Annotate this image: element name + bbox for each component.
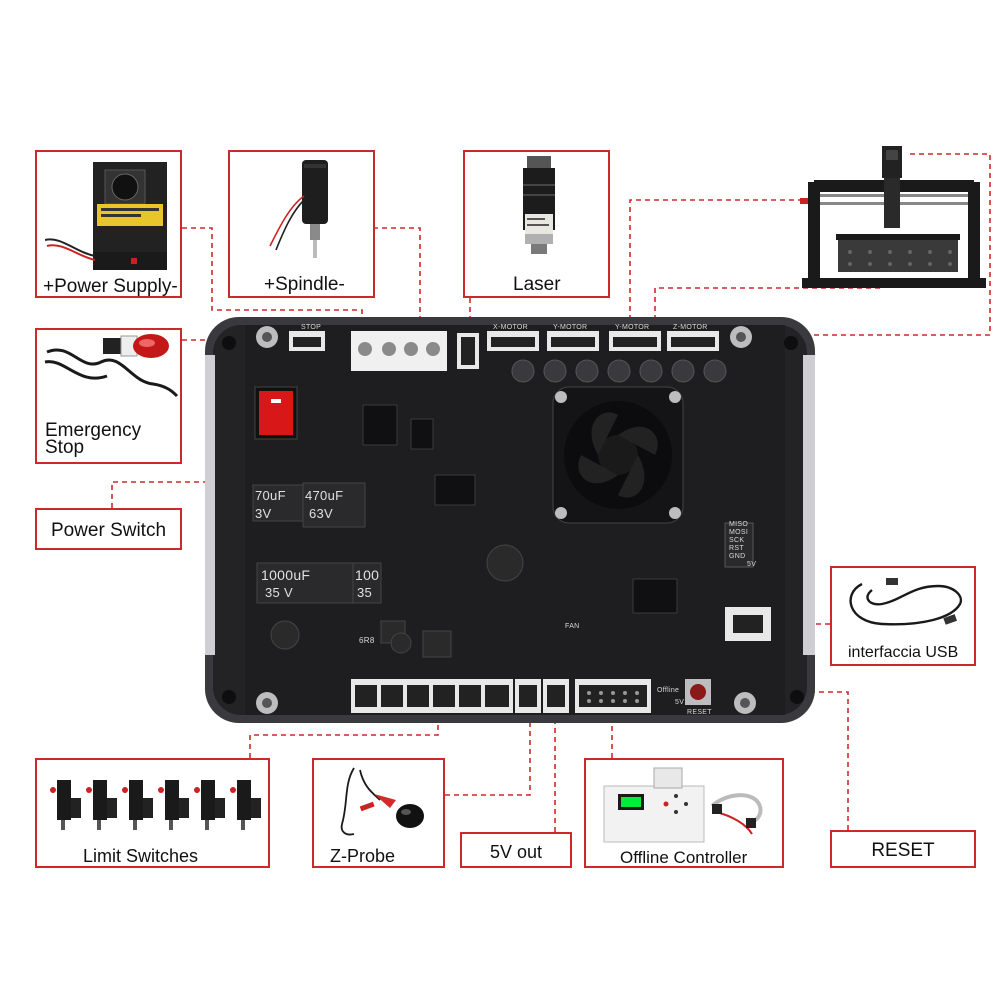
silk-5v: 5V (675, 699, 685, 706)
callout-z-probe: Z-Probe (312, 758, 445, 868)
spindle-image (269, 160, 328, 258)
silk-cap-2-v: 3V (255, 506, 272, 521)
silk-spi-2: MOSI (729, 529, 749, 536)
callout-offline-controller: Offline Controller (584, 758, 784, 868)
spindle-label: +Spindle- (264, 274, 345, 295)
silk-reset: RESET (687, 709, 712, 716)
silk-cap-1: 470uF (305, 488, 344, 503)
callout-5v-out: 5V out (460, 832, 572, 868)
callout-limit-switches: Limit Switches (35, 758, 270, 868)
emergency-stop-label-line2: Stop (45, 437, 85, 458)
silk-offline: Offline (657, 687, 680, 694)
limit-switches-image (50, 780, 261, 830)
offline-controller-image (603, 767, 763, 843)
silk-fan: FAN (565, 623, 580, 630)
reset-label: RESET (871, 840, 935, 861)
callout-laser: Laser (463, 150, 610, 298)
limit-switch-group (50, 780, 261, 830)
offline-controller-label: Offline Controller (620, 848, 748, 867)
limit-switches-label: Limit Switches (83, 846, 199, 866)
silk-cap-1-v: 63V (309, 506, 334, 521)
silk-spi-5: GND (729, 553, 746, 560)
silk-y-motor-2: Y-MOTOR (615, 324, 650, 331)
control-board-graphic (205, 317, 815, 723)
silk-cap-4: 100 (355, 567, 380, 583)
silk-cap-3-v: 35 V (265, 585, 293, 600)
cnc-machine-image (800, 146, 986, 288)
callout-usb: interfaccia USB (830, 566, 976, 666)
silk-spi-4: RST (729, 545, 744, 552)
silk-y-motor: Y-MOTOR (553, 324, 588, 331)
usb-label: interfaccia USB (848, 644, 959, 661)
silk-spi-3: SCK (729, 537, 745, 544)
5v-out-label: 5V out (489, 842, 543, 862)
silk-inductor: 6R8 (359, 636, 375, 645)
silk-cap-2: 70uF (255, 488, 286, 503)
callout-reset: RESET (830, 830, 976, 868)
z-probe-line (445, 705, 531, 796)
power-switch-label: Power Switch (50, 520, 167, 541)
callout-power-switch: Power Switch (35, 508, 182, 550)
emergency-stop-image (44, 334, 179, 398)
silk-cap-3: 1000uF (261, 567, 311, 583)
emergency-stop-label-line1: Emergency (45, 420, 142, 441)
laser-label: Laser (513, 274, 561, 295)
power-supply-image (45, 162, 167, 270)
silk-stop: STOP (301, 324, 322, 331)
silk-spi-v: 5V (747, 561, 757, 568)
callout-emergency-stop: Emergency Stop (35, 328, 182, 464)
z-probe-label: Z-Probe (330, 846, 396, 866)
cnc-x-line (629, 199, 812, 330)
power-supply-label: +Power Supply- (43, 276, 178, 297)
z-probe-image (340, 767, 424, 836)
silk-spi: MISO MOSI SCK RST GND (729, 521, 748, 561)
callout-power-supply: +Power Supply- (35, 150, 182, 298)
callout-spindle: +Spindle- (228, 150, 375, 298)
usb-cable-image (849, 578, 963, 626)
silk-x-motor: X-MOTOR (493, 324, 529, 331)
silk-spi-1: MISO (729, 521, 749, 528)
silk-cap-4-v: 35 (357, 585, 373, 600)
control-board: STOP X-MOTOR Y-MOTOR Y-MOTOR Z-MOTOR 470… (205, 315, 815, 725)
laser-image (523, 156, 555, 254)
cnc-frame-line (745, 153, 991, 336)
emergency-stop-label: Emergency Stop (45, 420, 142, 458)
silk-z-motor: Z-MOTOR (673, 324, 708, 331)
corner-screws (222, 326, 804, 714)
